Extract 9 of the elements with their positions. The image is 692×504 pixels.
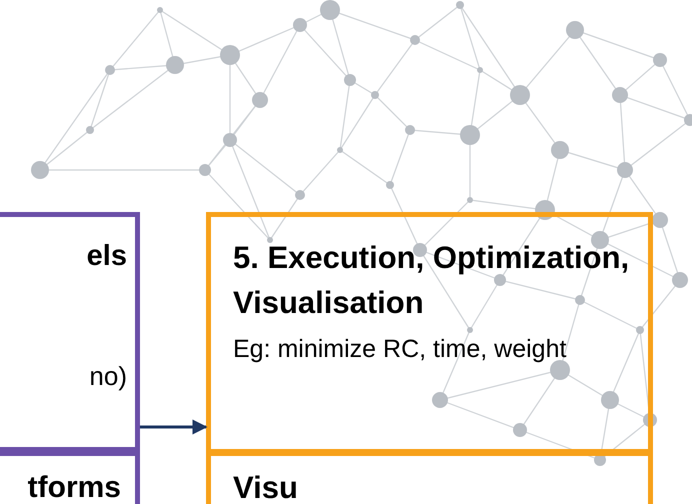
- process-box: [206, 212, 653, 454]
- box-heading: Visu: [233, 469, 298, 504]
- box-text: Eg: minimize RC, time, weight: [233, 334, 566, 365]
- process-box: [0, 212, 140, 452]
- arrow: [140, 420, 208, 434]
- box-heading: 5. Execution, Optimization, Visualisation: [233, 239, 630, 322]
- box-heading: els: [86, 239, 127, 273]
- box-heading: tforms: [28, 470, 121, 504]
- box-text: no): [89, 361, 127, 391]
